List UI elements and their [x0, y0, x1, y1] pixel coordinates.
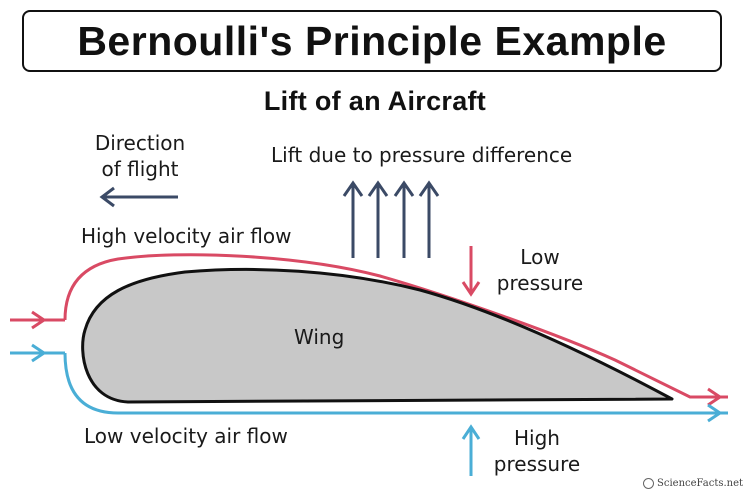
logo-text: ScienceFacts.net: [657, 478, 744, 489]
upper-air-flow: [10, 253, 728, 407]
lower-air-flow: [10, 343, 728, 423]
lift-arrow-icon: [393, 180, 415, 258]
page-title: Bernoulli's Principle Example: [77, 17, 667, 64]
lift-arrow-icon: [342, 180, 364, 258]
lift-arrows: [342, 180, 440, 258]
title-box: Bernoulli's Principle Example: [22, 10, 722, 72]
direction-label: Direction of flight: [94, 131, 186, 181]
sciencefacts-logo: ScienceFacts.net: [643, 478, 743, 489]
page-subtitle: Lift of an Aircraft: [263, 86, 487, 116]
high-pressure-arrow-icon: [461, 424, 481, 476]
high-velocity-label: High velocity air flow: [81, 224, 292, 248]
wing-label: Wing: [294, 325, 345, 349]
high-pressure-label: High pressure: [493, 426, 581, 476]
direction-arrow-icon: [99, 186, 178, 208]
logo-icon: [643, 478, 654, 489]
wing-shape: [81, 267, 674, 404]
low-pressure-label: Low pressure: [496, 245, 584, 295]
lift-label: Lift due to pressure difference: [271, 143, 573, 167]
low-pressure-arrow-icon: [461, 246, 481, 297]
lift-arrow-icon: [418, 180, 440, 258]
lift-arrow-icon: [367, 180, 389, 258]
low-velocity-label: Low velocity air flow: [84, 424, 288, 448]
